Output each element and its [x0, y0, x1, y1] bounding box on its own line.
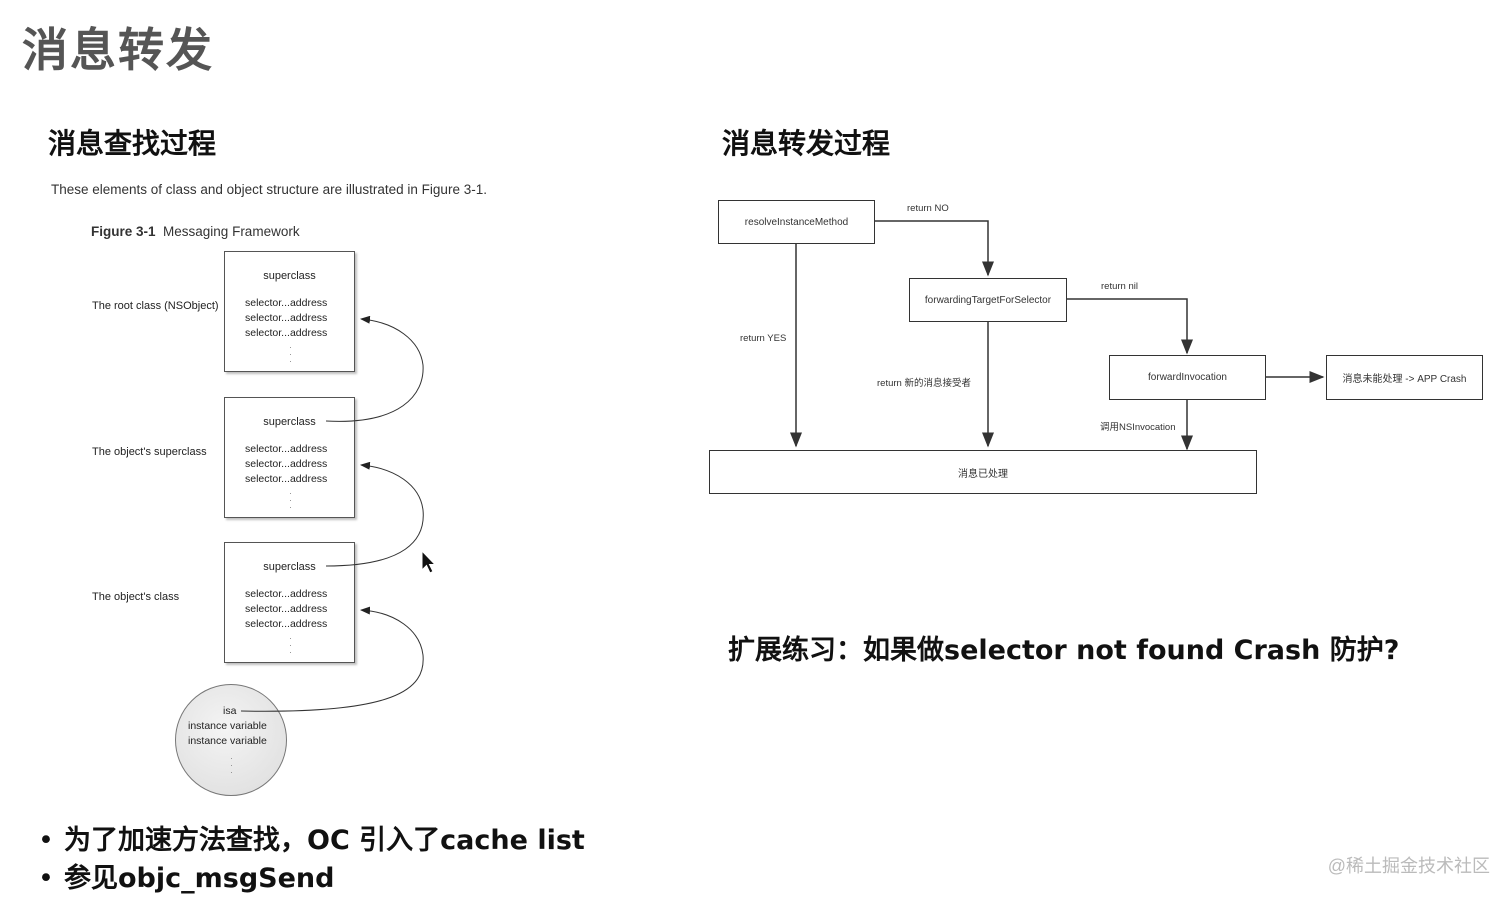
selector-entry: selector...address [245, 458, 328, 470]
bullet-item: •为了加速方法查找，OC 引入了cache list [38, 825, 585, 856]
object-class-box: superclass selector...address selector..… [224, 542, 355, 663]
selector-entry: selector...address [245, 297, 328, 309]
selector-entry: selector...address [245, 443, 328, 455]
watermark: @稀土掘金技术社区 [1327, 856, 1490, 876]
edge-label-return-no: return NO [907, 203, 949, 214]
bullet-text: 为了加速方法查找，OC 引入了cache list [64, 825, 585, 856]
more-vars-ellipsis: ··· [230, 753, 233, 777]
isa-field: isa [223, 705, 237, 717]
exercise-text: 扩展练习：如果做selector not found Crash 防护? [728, 635, 1400, 666]
slide-title: 消息转发 [22, 23, 214, 77]
unhandled-crash-node: 消息未能处理 -> APP Crash [1326, 355, 1483, 400]
more-selectors-ellipsis: ··· [289, 633, 292, 657]
root-class-box: superclass selector...address selector..… [224, 251, 355, 372]
forwarding-target-node: forwardingTargetForSelector [909, 278, 1067, 322]
forwarding-subtitle: 消息转发过程 [722, 127, 891, 160]
root-class-label: The root class (NSObject) [92, 300, 219, 312]
selector-entry: selector...address [245, 603, 328, 615]
superclass-box: superclass selector...address selector..… [224, 397, 355, 518]
superclass-label: The object's superclass [92, 446, 207, 458]
instance-object-circle: isa instance variable instance variable … [175, 684, 287, 796]
selector-entry: selector...address [245, 473, 328, 485]
more-selectors-ellipsis: ··· [289, 488, 292, 512]
forward-invocation-node: forwardInvocation [1109, 355, 1266, 400]
selector-entry: selector...address [245, 588, 328, 600]
superclass-field: superclass [263, 416, 316, 428]
figure-title: Messaging Framework [163, 224, 300, 239]
selector-entry: selector...address [245, 618, 328, 630]
selector-entry: selector...address [245, 327, 328, 339]
edge-label-return-yes: return YES [740, 333, 787, 344]
instance-variable: instance variable [188, 735, 267, 747]
object-class-label: The object's class [92, 591, 180, 603]
figure-caption: Figure 3-1 Messaging Framework [91, 224, 300, 239]
superclass-field: superclass [263, 270, 316, 282]
lookup-subtitle: 消息查找过程 [48, 127, 217, 160]
instance-variable: instance variable [188, 720, 267, 732]
superclass-field: superclass [263, 561, 316, 573]
edge-label-new-receiver: return 新的消息接受者 [877, 378, 971, 389]
resolve-instance-method-node: resolveInstanceMethod [718, 200, 875, 244]
edge-label-return-nil: return nil [1101, 281, 1138, 292]
message-handled-node: 消息已处理 [709, 450, 1257, 494]
bullet-item: •参见objc_msgSend [38, 863, 335, 894]
edge-label-call-invocation: 调用NSInvocation [1100, 422, 1176, 433]
more-selectors-ellipsis: ··· [289, 342, 292, 366]
bullet-text: 参见objc_msgSend [64, 863, 335, 894]
selector-entry: selector...address [245, 312, 328, 324]
mouse-cursor-icon [421, 550, 437, 574]
figure-label: Figure 3-1 [91, 224, 156, 239]
intro-text: These elements of class and object struc… [51, 182, 487, 197]
